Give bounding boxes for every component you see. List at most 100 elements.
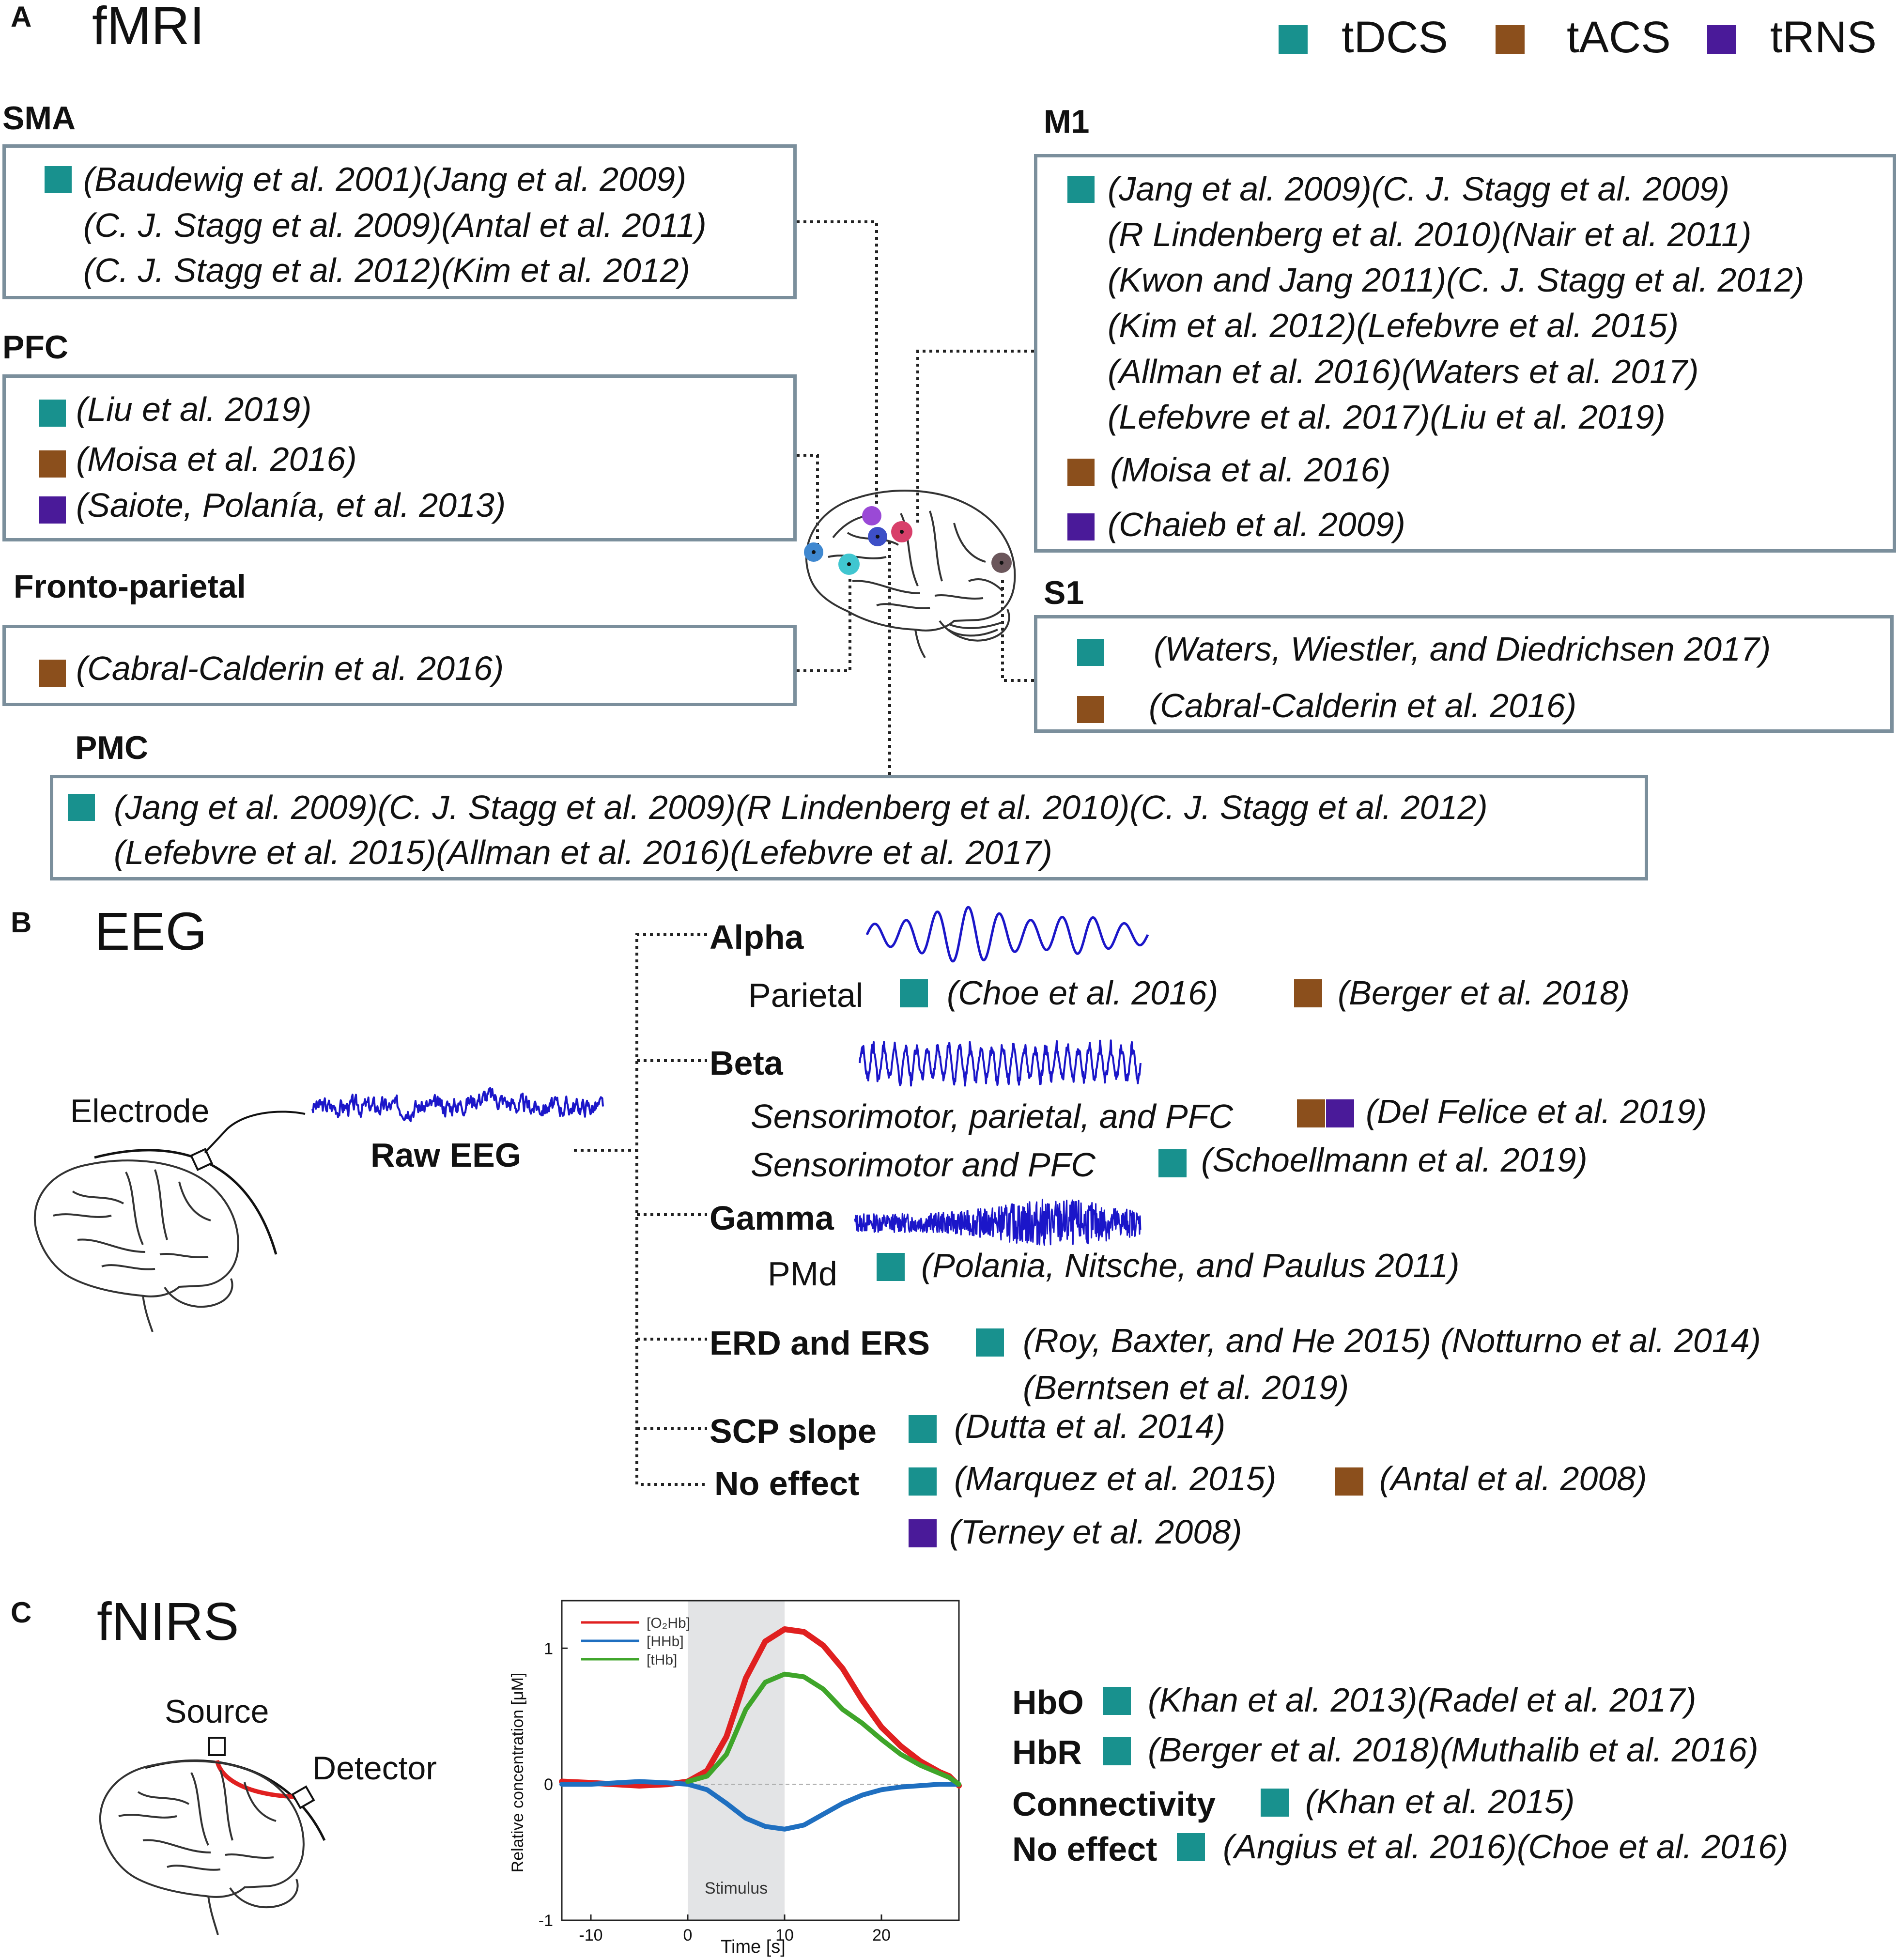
- tdcs-marker: [1103, 1687, 1131, 1715]
- panel-letter-a: A: [11, 0, 32, 33]
- tdcs-marker: [877, 1253, 905, 1281]
- region-label-sma: SMA: [2, 100, 76, 137]
- fnirs-label-hbr: HbR: [1012, 1733, 1082, 1771]
- fronto-parietal-reference-box: (Cabral-Calderin et al. 2016): [2, 625, 797, 706]
- sma-ref-line: (C. J. Stagg et al. 2012)(Kim et al. 201…: [83, 251, 690, 289]
- legend-label-tacs: tACS: [1567, 13, 1671, 62]
- fnirs-ref-hbr: (Berger et al. 2018)(Muthalib et al. 201…: [1148, 1731, 1759, 1769]
- region-label-s1: S1: [1044, 574, 1084, 611]
- legend-swatch-tacs: [1496, 25, 1525, 54]
- tdcs-marker: [909, 1415, 937, 1443]
- tdcs-marker: [1067, 176, 1095, 203]
- region-label-pfc: PFC: [2, 329, 68, 366]
- legend-swatch-tdcs: [1279, 25, 1308, 54]
- x-tick-label: 20: [872, 1926, 891, 1945]
- tdcs-marker: [1158, 1149, 1187, 1177]
- tacs-marker: [39, 450, 66, 478]
- source-label: Source: [165, 1693, 269, 1730]
- label-no-effect-eeg: No effect: [714, 1465, 860, 1502]
- trns-marker: [1067, 513, 1095, 540]
- fnirs-ref-hbo: (Khan et al. 2013)(Radel et al. 2017): [1148, 1681, 1697, 1719]
- noeffect-ref-3: (Terney et al. 2008): [949, 1513, 1242, 1551]
- beta-region-2: Sensorimotor and PFC: [751, 1146, 1096, 1184]
- legend-label-tdcs: tDCS: [1342, 13, 1448, 62]
- gamma-ref: (Polania, Nitsche, and Paulus 2011): [921, 1247, 1460, 1284]
- gamma-region-pmd: PMd: [768, 1255, 837, 1293]
- region-label-fronto-parietal: Fronto-parietal: [14, 568, 246, 605]
- chart-xlabel: Time [s]: [721, 1937, 786, 1957]
- detector-label: Detector: [312, 1750, 437, 1787]
- alpha-ref: (Berger et al. 2018): [1338, 974, 1630, 1012]
- beta-region-1: Sensorimotor, parietal, and PFC: [751, 1097, 1234, 1135]
- s1-ref-line: (Waters, Wiestler, and Diedrichsen 2017): [1154, 630, 1771, 668]
- m1-ref-line: (R Lindenberg et al. 2010)(Nair et al. 2…: [1108, 216, 1752, 253]
- label-erd-ers: ERD and ERS: [710, 1324, 930, 1362]
- fnirs-label-connectivity: Connectivity: [1012, 1785, 1216, 1823]
- region-label-pmc: PMC: [75, 729, 149, 766]
- tdcs-marker: [1261, 1789, 1289, 1817]
- panel-letter-b: B: [11, 906, 32, 939]
- tdcs-marker: [1177, 1833, 1205, 1861]
- pfc-ref-line: (Liu et al. 2019): [76, 390, 312, 428]
- raw-eeg-label: Raw EEG: [370, 1136, 522, 1174]
- trns-marker: [909, 1519, 937, 1547]
- m1-ref-line: (Lefebvre et al. 2017)(Liu et al. 2019): [1108, 398, 1666, 436]
- electrode-label: Electrode: [70, 1093, 210, 1129]
- x-tick-label: -10: [579, 1926, 602, 1945]
- m1-ref-line: (Jang et al. 2009)(C. J. Stagg et al. 20…: [1108, 170, 1730, 208]
- legend-entry: [O₂Hb]: [647, 1615, 690, 1631]
- fnirs-label-hbo: HbO: [1012, 1683, 1084, 1721]
- panel-title-fnirs: fNIRS: [97, 1592, 239, 1651]
- chart-annotation-stimulus: Stimulus: [705, 1879, 768, 1898]
- beta-waveform: [859, 1039, 1142, 1087]
- y-tick-label: 0: [544, 1775, 553, 1794]
- tdcs-marker: [45, 166, 72, 193]
- tdcs-marker: [900, 979, 928, 1007]
- tacs-marker: [39, 660, 66, 687]
- pfc-ref-line: (Saiote, Polanía, et al. 2013): [76, 486, 506, 524]
- brain-diagram-fmri: [804, 489, 1016, 659]
- alpha-region-parietal: Parietal: [748, 976, 864, 1014]
- alpha-waveform: [865, 906, 1149, 963]
- tdcs-marker: [68, 794, 95, 821]
- x-tick-label: 0: [683, 1926, 693, 1945]
- m1-ref-line: (Kwon and Jang 2011)(C. J. Stagg et al. …: [1108, 261, 1805, 299]
- m1-ref-line: (Moisa et al. 2016): [1110, 451, 1391, 489]
- y-tick-label: 1: [544, 1639, 553, 1658]
- sma-ref-line: (C. J. Stagg et al. 2009)(Antal et al. 2…: [83, 206, 707, 244]
- y-tick-label: -1: [539, 1912, 553, 1930]
- legend-swatch-trns: [1707, 25, 1736, 54]
- waveform-trace: [311, 1087, 604, 1123]
- trns-marker: [39, 496, 66, 524]
- series-line: [559, 1779, 961, 1832]
- m1-ref-line: (Allman et al. 2016)(Waters et al. 2017): [1108, 353, 1699, 390]
- raw-eeg-waveform: [311, 1087, 604, 1123]
- fp-ref-line: (Cabral-Calderin et al. 2016): [76, 649, 504, 687]
- beta-ref-1: (Del Felice et al. 2019): [1366, 1093, 1707, 1130]
- band-label-alpha: Alpha: [710, 918, 804, 956]
- fnirs-ref-connectivity: (Khan et al. 2015): [1305, 1783, 1575, 1821]
- s1-ref-line: (Cabral-Calderin et al. 2016): [1149, 687, 1577, 725]
- sma-reference-box: (Baudewig et al. 2001)(Jang et al. 2009)…: [2, 144, 797, 299]
- m1-ref-line: (Chaieb et al. 2009): [1108, 506, 1405, 543]
- sma-ref-line: (Baudewig et al. 2001)(Jang et al. 2009): [83, 160, 687, 198]
- plot-frame: [561, 1600, 960, 1921]
- panel-title-fmri: fMRI: [92, 0, 205, 56]
- fnirs-ref-no-effect: (Angius et al. 2016)(Choe et al. 2016): [1223, 1828, 1789, 1866]
- noeffect-ref-1: (Marquez et al. 2015): [954, 1460, 1277, 1497]
- tdcs-marker: [976, 1328, 1004, 1357]
- legend-label-trns: tRNS: [1770, 13, 1877, 62]
- region-label-m1: M1: [1044, 103, 1090, 140]
- stimulus-band: [688, 1601, 785, 1920]
- waveform-trace: [854, 1199, 1142, 1246]
- band-label-beta: Beta: [710, 1044, 783, 1082]
- m1-ref-line: (Kim et al. 2012)(Lefebvre et al. 2015): [1108, 307, 1679, 344]
- band-label-gamma: Gamma: [710, 1199, 834, 1237]
- pmc-reference-box: (Jang et al. 2009)(C. J. Stagg et al. 20…: [50, 775, 1648, 880]
- scp-ref: (Dutta et al. 2014): [954, 1407, 1226, 1445]
- gamma-waveform: [854, 1199, 1142, 1246]
- trns-marker: [1326, 1099, 1354, 1127]
- s1-reference-box: (Waters, Wiestler, and Diedrichsen 2017)…: [1034, 615, 1894, 733]
- series-line: [685, 1671, 961, 1787]
